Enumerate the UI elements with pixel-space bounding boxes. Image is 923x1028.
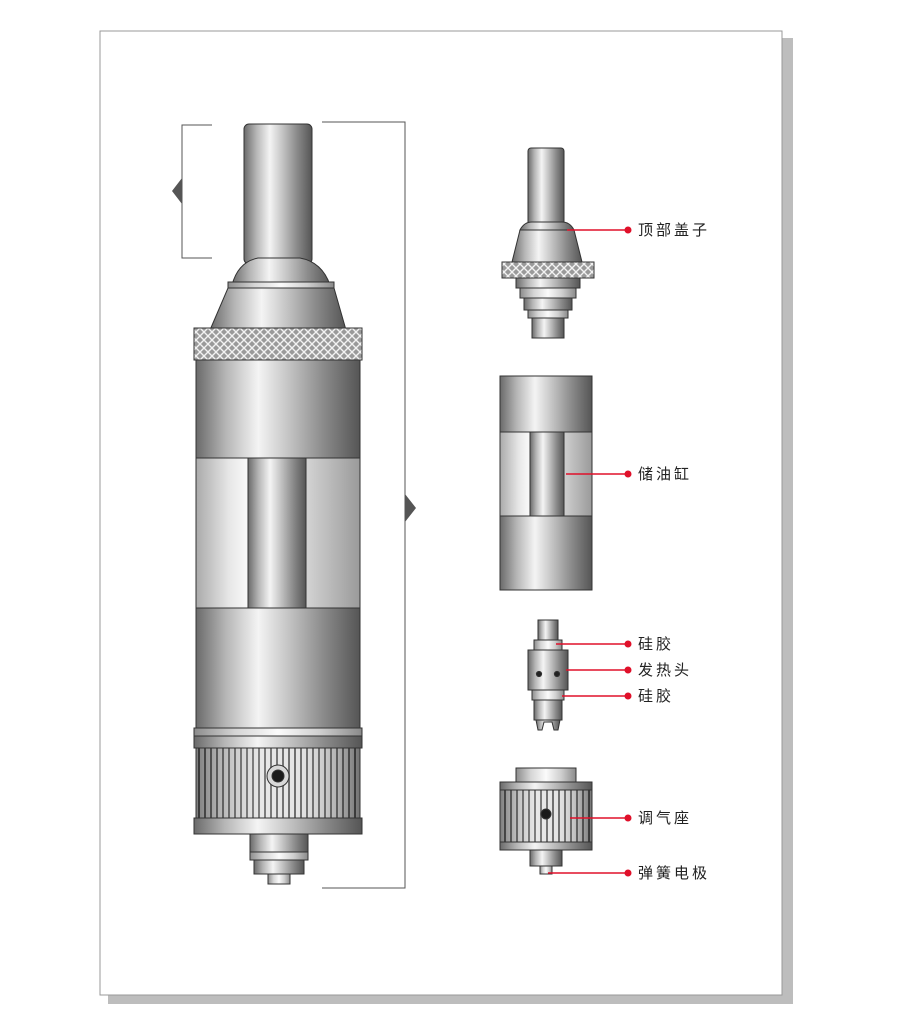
body-bracket-arrow [405, 494, 416, 522]
assembled-atomizer [193, 123, 363, 885]
label-oil-tank: 储油缸 [638, 465, 692, 483]
center-pin [267, 873, 291, 885]
label-silicone-bottom: 硅胶 [638, 687, 674, 705]
part-labels: 顶部盖子 储油缸 硅胶 发热头 硅胶 调气座 弹簧电极 [638, 221, 710, 882]
inner-chimney [247, 457, 307, 609]
callouts [548, 226, 632, 877]
tank-top-sleeve [195, 359, 361, 459]
callout-dot-oil-tank [624, 470, 632, 478]
label-heating-head: 发热头 [638, 661, 692, 679]
callout-dot-top-cap [624, 226, 632, 234]
tank-bottom-sleeve [195, 607, 361, 729]
drip-tip [243, 123, 313, 265]
label-spring-electrode: 弹簧电极 [638, 864, 710, 882]
heating-head-part [527, 619, 569, 731]
label-silicone-top: 硅胶 [638, 635, 674, 653]
connector-upper [249, 833, 309, 853]
label-airflow-base: 调气座 [638, 809, 692, 827]
label-top-cap: 顶部盖子 [638, 221, 710, 239]
oil-tank-part [499, 375, 593, 591]
cap-shoulder [231, 257, 331, 286]
airflow-base-part [499, 767, 593, 875]
cap-cone [209, 287, 347, 331]
knurled-ring [193, 327, 363, 361]
drip-tip-bracket-arrow [172, 178, 182, 204]
